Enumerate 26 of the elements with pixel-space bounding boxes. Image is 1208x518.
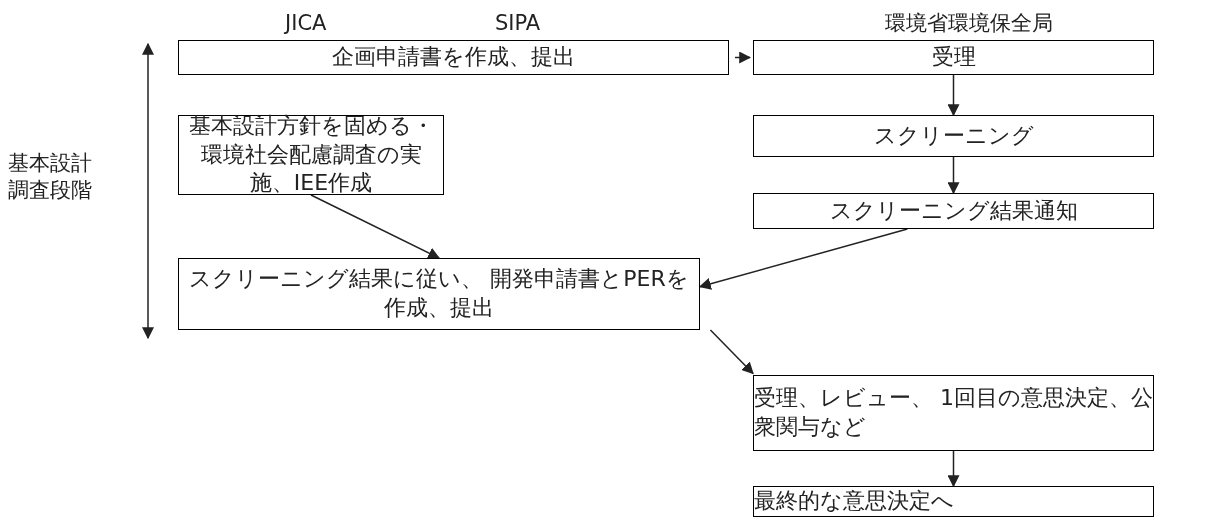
arrow: [947, 74, 960, 117]
box-text: 受理: [931, 43, 976, 72]
box-text: 受理、レビュー、 1回目の意思決定、公衆関与など: [754, 384, 1153, 441]
process-box: [178, 40, 729, 75]
arrow: [709, 329, 754, 375]
process-box: [178, 258, 700, 330]
arrow: [947, 450, 960, 488]
arrow: [734, 51, 752, 64]
process-box: [753, 486, 1154, 517]
box-text: 企画申請書を作成、提出: [332, 43, 575, 72]
box-text: スクリーニング結果通知: [829, 196, 1078, 225]
box-text: 基本設計方針を固める・環境社会配慮調査の実施、IEE作成: [187, 112, 435, 198]
process-box: [753, 115, 1154, 157]
phase-label: 基本設計調査段階: [8, 150, 93, 205]
process-box: [753, 193, 1154, 229]
arrow: [310, 194, 441, 259]
process-box: [753, 40, 1154, 75]
box-text: スクリーニング結果に従い、 開発申請書とPERを作成、提出: [188, 265, 690, 322]
arrow: [947, 156, 960, 195]
column-heading: JICA: [285, 10, 327, 37]
column-heading: SIPA: [495, 10, 541, 37]
box-text: 最終的な意思決定へ: [754, 487, 954, 516]
column-heading: 環境省環境保全局: [885, 10, 1053, 37]
box-text: スクリーニング: [873, 121, 1034, 150]
arrow: [698, 228, 909, 290]
process-box: [753, 375, 1154, 451]
